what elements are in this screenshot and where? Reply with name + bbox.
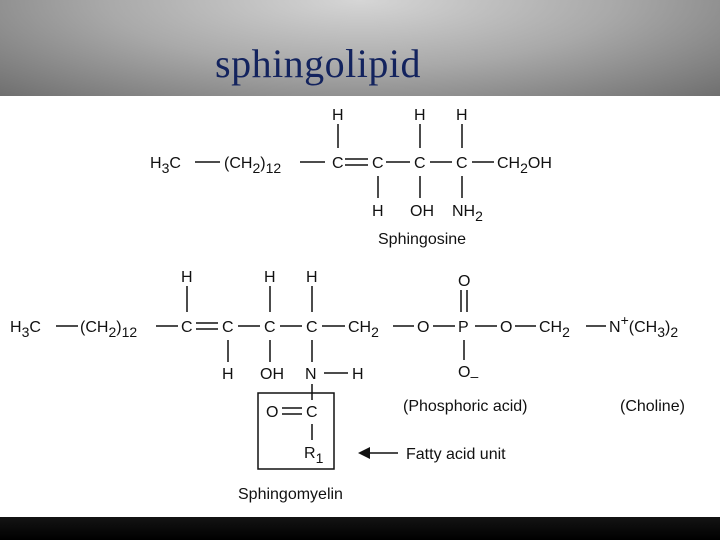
atom-o: O — [417, 319, 429, 336]
methylene-group: CH2 — [539, 319, 570, 340]
atom-c: C — [306, 319, 318, 336]
atom-o: O — [500, 319, 512, 336]
atom-h: H — [222, 366, 234, 383]
atom-c: C — [264, 319, 276, 336]
atom-p: P — [458, 319, 469, 336]
atom-c: C — [414, 155, 426, 172]
atom-o: O — [458, 273, 470, 290]
sphingosine-atoms: H H H H3C (CH2)12 C C C C CH2OH H OH — [150, 107, 552, 248]
atom-c: C — [181, 319, 193, 336]
slide-title: sphingolipid — [215, 41, 422, 86]
methylene-group: CH2 — [348, 319, 379, 340]
sphingolipid-structures: H H H H3C (CH2)12 C C C C CH2OH H OH — [10, 107, 685, 503]
diagram-panel: H H H H3C (CH2)12 C C C C CH2OH H OH — [0, 96, 720, 517]
choline-label: (Choline) — [620, 398, 685, 415]
sphingomyelin-structure — [56, 286, 606, 470]
hydroxyl-group: OH — [410, 203, 434, 220]
atom-c: C — [332, 155, 344, 172]
fatty-acid-unit-label: Fatty acid unit — [406, 446, 506, 463]
atom-h: H — [264, 269, 276, 286]
fatty-acid-box — [257, 392, 335, 470]
arrow-left-icon — [358, 447, 370, 459]
hydroxyl-group: OH — [260, 366, 284, 383]
bottom-bar — [0, 517, 720, 540]
methyl-group: H3C — [10, 319, 41, 340]
atom-h: H — [414, 107, 426, 124]
hydroxymethyl-group: CH2OH — [497, 155, 552, 176]
atom-h: H — [372, 203, 384, 220]
atom-c: C — [456, 155, 468, 172]
sphingosine-caption: Sphingosine — [378, 231, 466, 248]
title-bar: sphingolipid — [0, 0, 720, 96]
methylene-chain: (CH2)12 — [224, 155, 281, 176]
atom-c: C — [222, 319, 234, 336]
methylene-chain: (CH2)12 — [80, 319, 137, 340]
atom-h: H — [352, 366, 364, 383]
sphingomyelin-atoms: H H H O H3C (CH2)12 C C C C CH2 O P — [10, 269, 685, 503]
atom-o: O — [266, 404, 278, 421]
methyl-group: H3C — [150, 155, 181, 176]
atom-h: H — [332, 107, 344, 124]
atom-c: C — [306, 404, 318, 421]
phosphate-oxygen: O– — [458, 364, 478, 384]
atom-h: H — [181, 269, 193, 286]
atom-h: H — [456, 107, 468, 124]
phosphoric-acid-label: (Phosphoric acid) — [403, 398, 528, 415]
atom-h: H — [306, 269, 318, 286]
atom-n: N — [305, 366, 317, 383]
r-group: R1 — [304, 445, 324, 466]
atom-c: C — [372, 155, 384, 172]
amino-group: NH2 — [452, 203, 483, 224]
sphingomyelin-caption: Sphingomyelin — [238, 486, 343, 503]
sphingosine-structure — [195, 124, 494, 198]
trimethylammonium-group: N+(CH3)2 — [609, 312, 678, 340]
